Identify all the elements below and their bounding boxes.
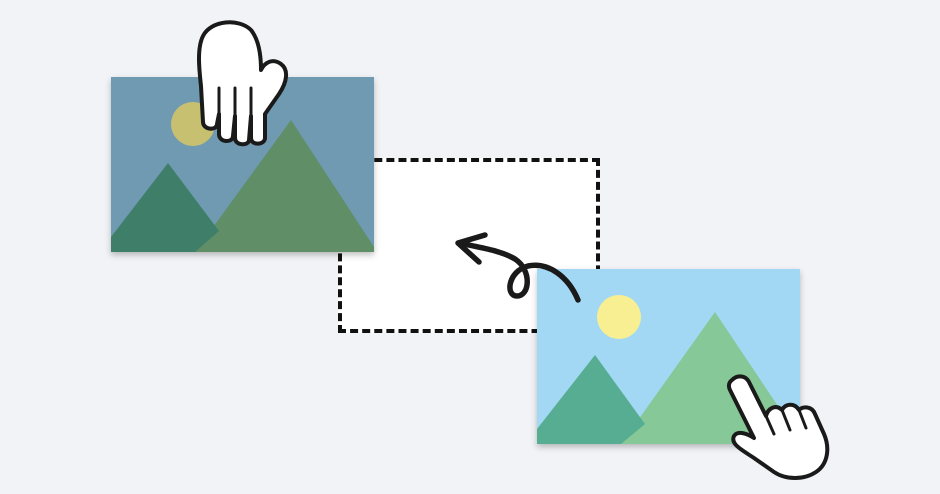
pointer-hand-icon (726, 374, 830, 480)
grab-hand-icon (197, 20, 288, 147)
curved-arrow-icon (455, 232, 581, 303)
